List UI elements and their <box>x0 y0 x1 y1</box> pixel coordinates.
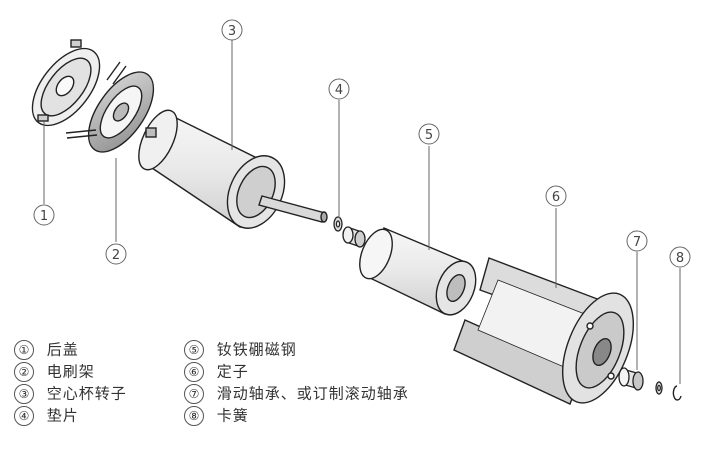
ndfeb-magnet <box>359 227 477 316</box>
hollow-cup-rotor <box>138 109 328 229</box>
legend-item: ② 电刷架 <box>14 360 127 382</box>
legend-column-right: ⑤ 钕铁硼磁钢 ⑥ 定子 ⑦ 滑动轴承、或订制滚动轴承 ⑧ 卡簧 <box>184 338 409 426</box>
rear-cover <box>31 39 101 127</box>
legend-column-left: ① 后盖 ② 电刷架 ③ 空心杯转子 ④ 垫片 <box>14 338 127 426</box>
callout-6: 6 <box>545 185 567 207</box>
legend-label: 钕铁硼磁钢 <box>216 340 297 359</box>
legend-number: ④ <box>14 405 34 426</box>
bearing <box>618 367 663 395</box>
legend-number: ① <box>14 339 34 360</box>
callout-4: 4 <box>328 78 350 100</box>
legend-item: ⑦ 滑动轴承、或订制滚动轴承 <box>184 382 409 404</box>
legend-number: ⑥ <box>184 361 204 382</box>
callout-7: 7 <box>626 230 648 252</box>
svg-text:5: 5 <box>425 128 433 143</box>
legend-item: ⑤ 钕铁硼磁钢 <box>184 338 409 360</box>
callout-8: 8 <box>669 246 691 268</box>
legend-label: 空心杯转子 <box>46 384 127 403</box>
legend-number: ③ <box>14 383 34 404</box>
svg-text:7: 7 <box>633 235 641 250</box>
legend-number: ⑤ <box>184 339 204 360</box>
callouts: 3 4 5 6 7 8 1 2 <box>33 19 691 268</box>
svg-text:6: 6 <box>552 190 560 205</box>
legend-item: ⑧ 卡簧 <box>184 404 409 426</box>
parts-legend: ① 后盖 ② 电刷架 ③ 空心杯转子 ④ 垫片 ⑤ 钕铁硼磁钢 ⑥ 定子 ⑦ 滑… <box>14 338 474 458</box>
legend-number: ⑦ <box>184 383 204 404</box>
leader-lines <box>43 40 681 384</box>
svg-text:1: 1 <box>40 209 48 224</box>
svg-text:3: 3 <box>228 24 236 39</box>
legend-label: 垫片 <box>46 406 79 425</box>
svg-text:2: 2 <box>112 248 120 263</box>
legend-item: ④ 垫片 <box>14 404 127 426</box>
callout-2: 2 <box>105 243 127 265</box>
legend-label: 卡簧 <box>216 406 249 425</box>
legend-item: ③ 空心杯转子 <box>14 382 127 404</box>
circlip <box>672 385 682 401</box>
stator <box>453 257 634 405</box>
legend-label: 后盖 <box>46 340 79 359</box>
legend-label: 定子 <box>216 362 249 381</box>
callout-3: 3 <box>221 19 243 41</box>
callout-1: 1 <box>33 204 55 226</box>
svg-text:8: 8 <box>676 251 684 266</box>
brush-holder <box>65 61 155 153</box>
callout-5: 5 <box>418 123 440 145</box>
legend-number: ⑧ <box>184 405 204 426</box>
legend-number: ② <box>14 361 34 382</box>
svg-text:4: 4 <box>335 83 343 98</box>
legend-label: 电刷架 <box>46 362 95 381</box>
legend-label: 滑动轴承、或订制滚动轴承 <box>216 384 409 403</box>
legend-item: ⑥ 定子 <box>184 360 409 382</box>
washer <box>333 216 366 248</box>
legend-item: ① 后盖 <box>14 338 127 360</box>
